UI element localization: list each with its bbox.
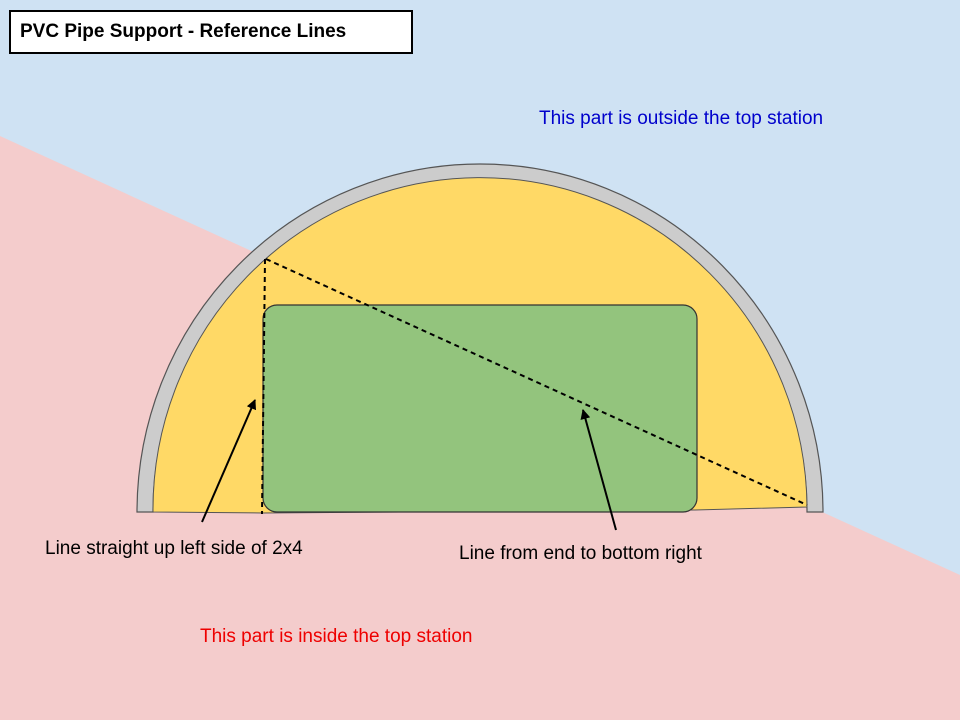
vertical-reference-line <box>261 258 266 515</box>
diagonal-reference-line <box>265 258 808 506</box>
diagonal-line-arrow <box>580 409 617 531</box>
board-2x4 <box>262 304 698 513</box>
inside-label: This part is inside the top station <box>200 626 472 647</box>
outside-label: This part is outside the top station <box>539 108 823 129</box>
left-line-label: Line straight up left side of 2x4 <box>45 538 303 559</box>
page-title: PVC Pipe Support - Reference Lines <box>9 10 413 54</box>
left-line-arrow <box>201 399 256 523</box>
diagonal-line-label: Line from end to bottom right <box>459 543 703 564</box>
